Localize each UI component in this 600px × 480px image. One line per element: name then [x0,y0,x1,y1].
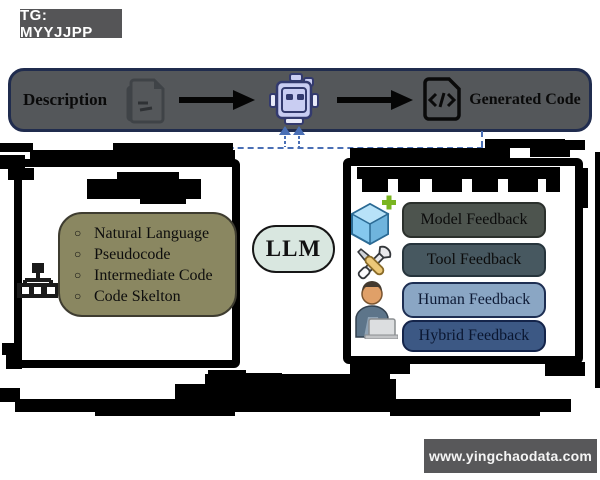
input-list-panel: ○ Natural Language ○ Pseudocode ○ Intermedi… [58,212,237,317]
watermark: www.yingchaodata.com [424,439,597,473]
redacted-input-title [87,179,201,199]
feedback-arrow-up-icon [293,126,305,147]
document-icon [121,75,169,125]
redacted-feedback-title [508,179,538,192]
feedback-loop-line [481,131,483,147]
bullet-icon: ○ [74,226,82,240]
redacted-caption [15,399,571,412]
input-item-label: Code Skelton [94,287,181,305]
feedback-loop-line [118,147,483,149]
artifact-block [545,362,585,376]
artifact-block [2,343,16,355]
artifact-block [6,355,22,369]
artifact-block [350,148,510,159]
redacted-feedback-title [472,179,498,192]
robot-icon [265,72,323,128]
input-item-label: Pseudocode [94,245,171,263]
feedback-item-hybrid: Hybrid Feedback [402,320,546,352]
artifact-block [240,373,282,393]
generated-code-label: Generated Code [469,90,581,108]
list-item: ○ Intermediate Code [74,265,235,286]
tools-icon [357,245,392,280]
bullet-icon: ○ [74,289,82,303]
artifact-block [30,150,235,160]
redacted-feedback-title [398,179,420,192]
list-item: ○ Pseudocode [74,244,235,265]
artifact-block [0,155,25,169]
artifact-block [350,364,410,374]
redacted-input-title [140,197,186,204]
artifact-block [595,152,600,388]
arrow-right-icon [335,89,413,111]
redacted-feedback-title [362,179,388,192]
redacted-feedback-title [357,167,560,179]
redacted-caption [95,410,235,416]
list-item: ○ Natural Language [74,223,235,244]
redacted-feedback-title [546,179,560,192]
pipeline-bar: Description [8,68,592,132]
llm-node: LLM [252,225,335,273]
input-item-label: Natural Language [94,224,210,242]
arrow-right-icon [177,89,255,111]
description-label: Description [23,90,108,109]
tag-badge: TG: MYYJJPP [20,7,122,41]
person-icon [355,281,398,339]
bullet-icon: ○ [74,247,82,261]
redacted-caption [175,384,235,401]
redacted-caption [340,379,396,399]
feedback-item-human: Human Feedback [402,282,546,318]
hierarchy-icon [17,263,58,298]
redacted-input-title [117,172,179,181]
artifact-block [560,140,585,150]
artifact-block [0,388,20,402]
artifact-block [0,143,33,152]
cube-icon [350,195,396,246]
artifact-block [485,139,565,148]
artifact-block [208,370,246,382]
feedback-item-model: Model Feedback [402,202,546,238]
code-file-icon [421,77,463,123]
artifact-block [576,168,588,208]
bullet-icon: ○ [74,268,82,282]
list-item: ○ Code Skelton [74,286,235,307]
input-item-label: Intermediate Code [94,266,213,284]
feedback-arrow-up-icon [279,126,291,147]
artifact-block [113,143,233,151]
redacted-caption [390,410,540,416]
artifact-block [8,168,34,180]
redacted-feedback-title [432,179,462,192]
feedback-item-tool: Tool Feedback [402,243,546,277]
